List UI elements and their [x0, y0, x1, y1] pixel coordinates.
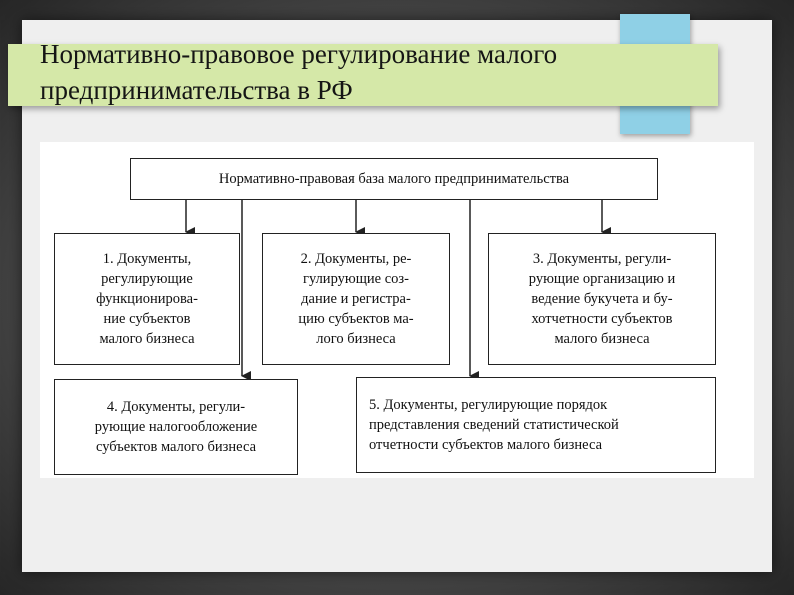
box-3-accounting: 3. Документы, регули- рующие организацию… — [488, 233, 716, 365]
box-4-taxation: 4. Документы, регули- рующие налогооблож… — [54, 379, 298, 475]
diagram-connectors — [185, 200, 611, 381]
box-1-functioning: 1. Документы, регулирующие функционирова… — [54, 233, 240, 365]
title-band — [8, 44, 718, 106]
root-box: Нормативно-правовая база малого предприн… — [130, 158, 658, 200]
box-2-registration: 2. Документы, ре- гулирующие соз- дание … — [262, 233, 450, 365]
box-5-statistics: 5. Документы, регулирующие порядок предс… — [356, 377, 716, 473]
slide-title: Нормативно-правовое регулирование малого… — [40, 39, 558, 105]
diagram-figure: Нормативно-правовая база малого предприн… — [40, 142, 754, 478]
